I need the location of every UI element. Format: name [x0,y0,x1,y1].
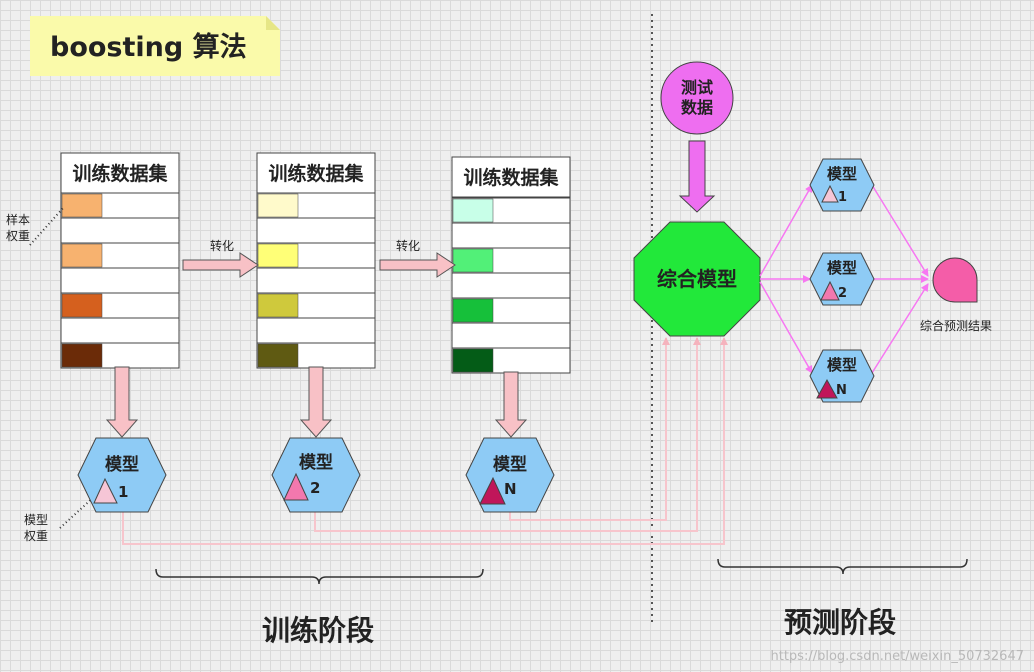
dataset-title: 训练数据集 [463,166,559,189]
dataset-row [60,317,180,344]
prediction-model-triangle-1 [821,184,839,203]
training-model-n-label: 模型 [493,454,527,475]
dataset-header [451,156,571,198]
training-model-1: 模型 1 [77,437,167,513]
feedback-line-model-n [509,337,670,521]
training-model-1-label: 模型 [105,454,139,475]
sample-weight-label-2: 权重 [6,229,30,243]
dataset-row [451,222,571,249]
dataset-header [256,152,376,194]
training-datasets: 训练数据集 训练数据集 训练数据集 [60,152,571,374]
transform-label-2: 转化 [396,238,420,253]
prediction-model-1-index: 1 [838,190,847,205]
model-feedback-lines [122,337,728,545]
prediction-stage-label: 预测阶段 [784,606,896,639]
training-model-2: 模型 2 [271,437,361,513]
sample-weight-swatch [61,193,103,218]
dataset-row [256,267,376,294]
training-model-n-index: N [504,480,517,498]
training-stage-label: 训练阶段 [262,614,374,647]
sample-weight-label-1: 样本 [6,212,30,227]
prediction-model-n-index: N [836,383,847,398]
prediction-model-2: 模型 2 [809,252,875,306]
prediction-model-n-label: 模型 [827,356,857,374]
prediction-stage-brace [717,558,968,575]
training-model-n: 模型 N [465,437,555,513]
dataset-title: 训练数据集 [72,162,168,185]
result-label: 综合预测结果 [920,318,992,333]
feedback-line-model-1 [122,337,728,545]
prediction-model-triangle-n [816,378,838,399]
dataset-row [256,217,376,244]
test-data-label-2: 数据 [681,98,713,117]
sample-weight-swatch [452,348,494,373]
transform-arrow-1: 转化 [182,238,259,278]
sample-weight-swatch [452,298,494,323]
training-model-2-label: 模型 [299,452,333,473]
prediction-model-triangle-2 [820,280,840,301]
sample-weight-swatch [257,243,299,268]
dataset-row [451,272,571,299]
test-data-label-1: 测试 [681,78,713,97]
sample-weight-swatch [257,193,299,218]
down-arrow-1 [105,366,139,438]
model-weight-triangle-n [479,476,506,505]
training-model-1-index: 1 [118,483,128,501]
title-text: boosting 算法 [50,31,247,63]
arrow-ensemble-to-model-1 [759,184,813,277]
prediction-model-1: 模型 1 [809,158,875,212]
transform-arrow-2: 转化 [379,238,456,278]
sample-weight-swatch [257,293,299,318]
down-arrow-3 [494,371,528,438]
dataset-row [451,322,571,349]
training-dataset-2: 训练数据集 [256,152,376,369]
ensemble-model-node: 综合模型 [633,221,761,337]
result-node: 综合预测结果 [920,257,992,333]
training-dataset-1: 训练数据集 [60,152,180,369]
sample-weight-swatch [452,198,494,223]
sample-weight-swatch [452,248,494,273]
dataset-row [60,267,180,294]
down-arrow-2 [299,366,333,438]
prediction-model-n: 模型 N [809,349,875,403]
model-weight-triangle-1 [93,477,118,504]
dataset-title: 训练数据集 [268,162,364,185]
test-data-node: 测试 数据 [660,61,734,135]
watermark-text: https://blog.csdn.net/weixin_50732647 [770,649,1024,664]
sample-weight-swatch [61,343,103,368]
training-dataset-3: 训练数据集 [451,156,571,374]
training-stage-brace [155,568,484,585]
sample-weight-swatch [61,243,103,268]
arrow-ensemble-to-model-n [759,281,813,374]
dataset-row [256,317,376,344]
prediction-model-2-index: 2 [838,286,847,301]
dataset-header [60,152,180,194]
ensemble-model-label: 综合模型 [657,267,737,291]
model-weight-annotation: 模型 权重 [24,494,97,543]
transform-label-1: 转化 [210,238,234,253]
test-to-ensemble-arrow [678,140,716,213]
title-note: boosting 算法 [30,16,280,76]
sample-weight-swatch [61,293,103,318]
dataset-to-model-arrows [105,366,528,438]
dataset-row [60,217,180,244]
arrow-model-n-to-result [871,283,929,374]
feedback-line-model-2 [314,337,701,532]
model-weight-label-1: 模型 [24,513,48,527]
model-weight-triangle-2 [283,472,309,501]
sample-weight-annotation: 样本 权重 [6,206,65,246]
prediction-arrows [759,184,929,374]
prediction-model-2-label: 模型 [827,259,857,277]
sample-weight-swatch [257,343,299,368]
prediction-model-1-label: 模型 [827,165,857,183]
arrow-model-1-to-result [871,184,929,277]
training-model-2-index: 2 [310,479,320,497]
sample-weight-pointer [29,206,65,246]
model-weight-label-2: 权重 [24,529,48,543]
